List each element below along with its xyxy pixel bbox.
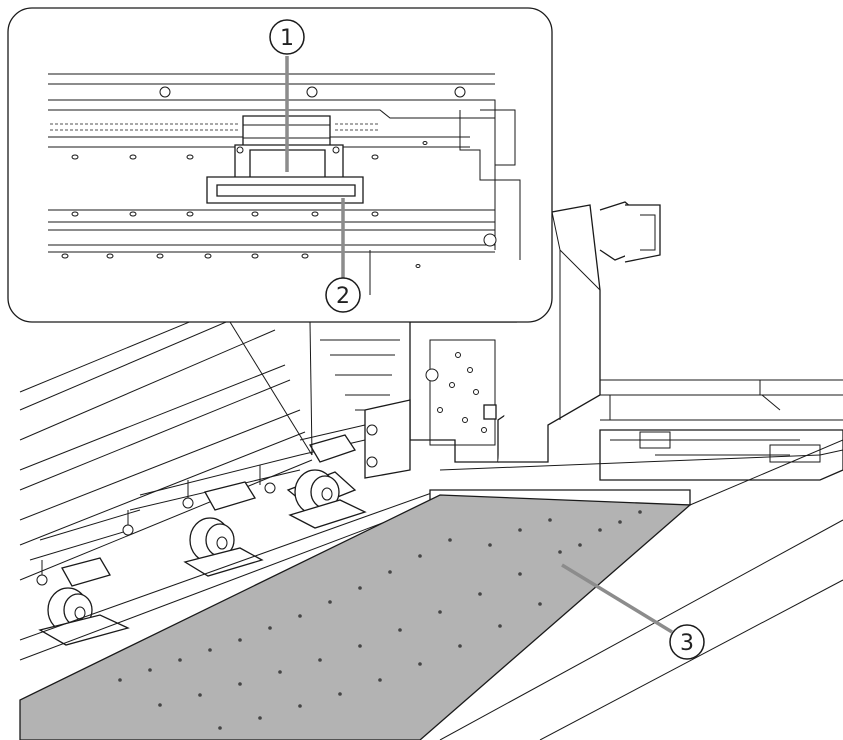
- right-rail: [599, 379, 843, 481]
- inset-connector-left: [229, 321, 313, 456]
- callout-3: 3: [669, 624, 705, 660]
- callout-1-label: 1: [280, 26, 294, 51]
- leader-3: [561, 563, 673, 634]
- printer-body: [19, 201, 843, 740]
- pinch-roller-1: [286, 434, 367, 529]
- pinch-roller-3: [38, 557, 130, 646]
- callout-2: 2: [325, 277, 361, 313]
- pinch-roller-2: [183, 481, 264, 577]
- platen-vacuum-holes: [118, 510, 642, 730]
- inset-detail: [7, 7, 553, 456]
- media-sheet: [19, 494, 692, 740]
- callout-2-label: 2: [336, 284, 350, 309]
- print-head-carriage: [409, 201, 661, 463]
- callout-1: 1: [269, 19, 305, 55]
- left-assembly: [29, 399, 411, 586]
- inset-connector-right: [309, 321, 313, 456]
- callout-3-label: 3: [680, 631, 694, 656]
